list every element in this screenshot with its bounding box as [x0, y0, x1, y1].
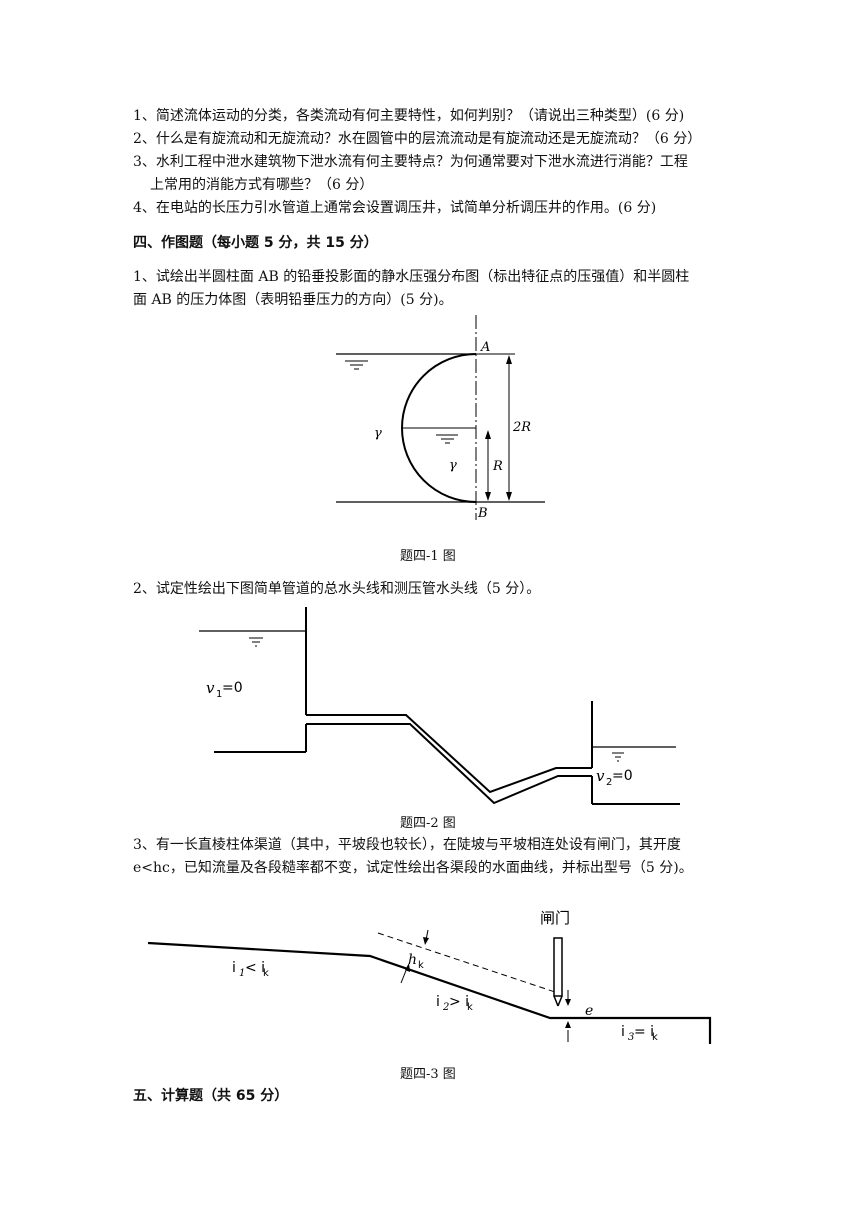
label-A: A: [480, 340, 490, 355]
hk-label: h: [408, 952, 417, 968]
question-3-3-line1: 3、水利工程中泄水建筑物下泄水流有何主要特点？为何通常要对下泄水流进行消能？工程: [133, 154, 688, 170]
v2-subscript: 2: [606, 777, 612, 788]
gamma-right: γ: [449, 458, 457, 473]
question-4-2: 2、试定性绘出下图简单管道的总水头线和测压管水头线（5 分）。: [133, 581, 541, 597]
e-label: e: [585, 1003, 593, 1019]
question-4-1-line2: 面 AB 的压力体图（表明铅垂压力的方向）(5 分)。: [133, 292, 453, 308]
i3-label: i: [621, 1024, 625, 1040]
v2-label: v: [596, 767, 605, 785]
v1-subscript: 1: [216, 689, 222, 700]
figure-4-3: [147, 929, 712, 1044]
figure-4-2: [199, 607, 680, 805]
question-3-3-line2: 上常用的消能方式有哪些？（6 分）: [150, 177, 374, 193]
v2-equals: =0: [612, 768, 633, 784]
figure-4-1-caption: 题四-1 图: [400, 549, 456, 564]
hk-subscript: k: [418, 960, 424, 971]
question-4-1-line1: 1、试绘出半圆柱面 AB 的铅垂投影面的静水压强分布图（标出特征点的压强值）和半…: [133, 269, 690, 285]
figure-4-3-caption: 题四-3 图: [400, 1067, 456, 1082]
section-4-heading: 四、作图题（每小题 5 分，共 15 分）: [133, 235, 378, 251]
i2-subscript: 2: [442, 1002, 449, 1013]
question-3-1: 1、简述流体运动的分类，各类流动有何主要特性，如何判别？（请说出三种类型）(6 …: [133, 108, 685, 124]
v1-label: v: [206, 679, 215, 697]
label-2R: 2R: [512, 420, 531, 435]
i2-label: i: [436, 994, 440, 1010]
figure-4-1: [336, 315, 545, 520]
label-R: R: [492, 459, 503, 474]
label-B: B: [477, 506, 488, 521]
i2-relation: > i: [449, 994, 469, 1010]
i1-relation: < i: [245, 960, 265, 976]
i3-relation: = i: [634, 1024, 654, 1040]
question-4-3-line2: e<hc，已知流量及各段糙率都不变，试定性绘出各渠段的水面曲线，并标出型号（5 …: [133, 860, 693, 876]
section-5-heading: 五、计算题（共 65 分）: [133, 1088, 289, 1104]
gamma-left: γ: [374, 426, 382, 441]
i1-subscript: 1: [239, 968, 245, 979]
i1-label: i: [232, 960, 236, 976]
question-4-3-line1: 3、有一长直棱柱体渠道（其中，平坡段也较长），在陡坡与平坡相连处设有闸门，其开度: [133, 837, 681, 853]
v1-equals: =0: [222, 680, 243, 696]
i3-subscript: 3: [628, 1032, 634, 1043]
figure-4-2-caption: 题四-2 图: [400, 816, 456, 831]
i3-k: k: [652, 1032, 658, 1043]
question-3-4: 4、在电站的长压力引水管道上通常会设置调压井，试简单分析调压井的作用。(6 分): [133, 200, 657, 216]
gate-label: 闸门: [540, 909, 570, 927]
question-3-2: 2、什么是有旋流动和无旋流动？水在圆管中的层流流动是有旋流动还是无旋流动？（6 …: [133, 131, 702, 147]
i1-k: k: [263, 968, 269, 979]
i2-k: k: [467, 1002, 473, 1013]
